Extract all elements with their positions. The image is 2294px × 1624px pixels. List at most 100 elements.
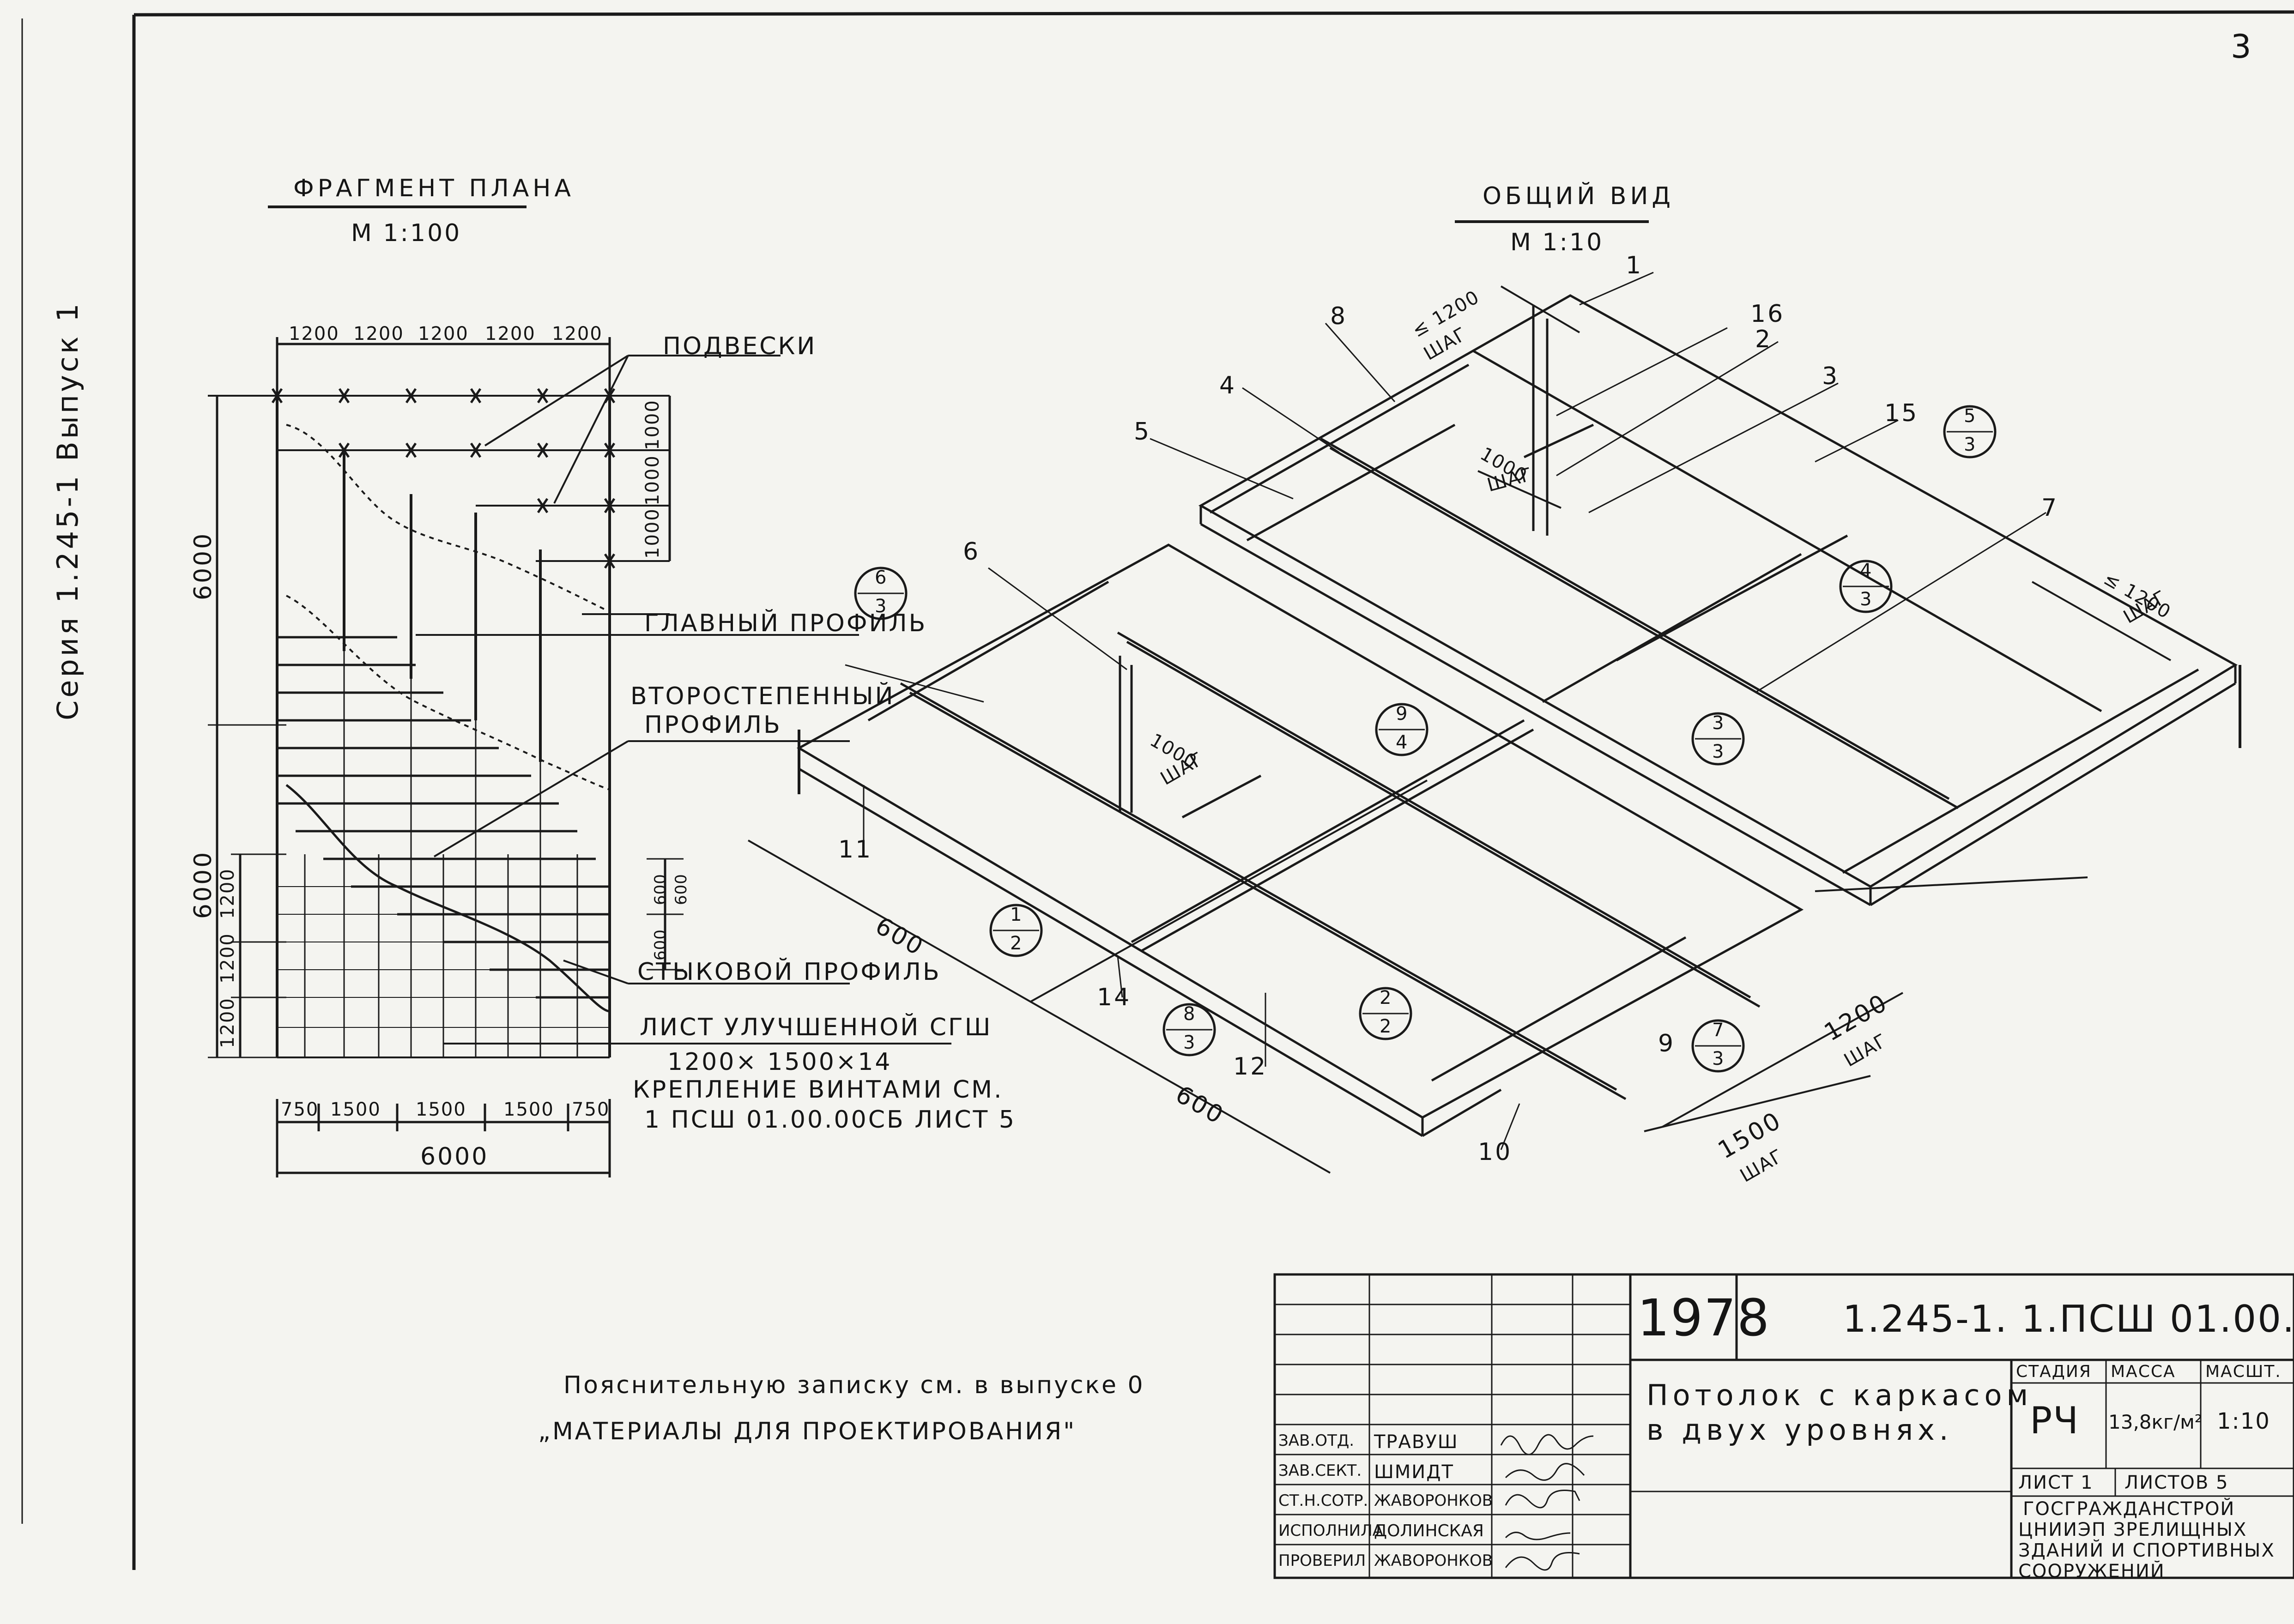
detail-ref-1-bottom: 2 [1010, 933, 1023, 954]
plan-dim-bottom-total: 6000 [420, 1143, 489, 1171]
detail-ref-7-top: 7 [1712, 1020, 1725, 1041]
role-4: ИСПОЛНИЛА [1278, 1521, 1383, 1540]
detail-ref-3-bottom: 3 [1712, 741, 1725, 762]
pos-6: 6 [963, 538, 981, 566]
plan-scale: М 1:100 [351, 219, 462, 247]
role-2-name: ШМИДТ [1374, 1461, 1454, 1483]
title-block-stage-header: СТАДИЯ [2016, 1362, 2092, 1381]
detail-ref-1-top: 1 [1010, 904, 1023, 925]
callout-secondary-profile-2: ПРОФИЛЬ [644, 711, 782, 739]
title-block-name-2: в двух уровнях. [1646, 1413, 1953, 1447]
pos-16: 16 [1750, 300, 1785, 328]
plan-dim-bottom-3: 1500 [416, 1099, 466, 1120]
detail-ref-4-top: 4 [1860, 560, 1873, 581]
plan-dim-bottom-5: 750 [572, 1099, 610, 1120]
callout-sheet-3: КРЕПЛЕНИЕ ВИНТАМИ СМ. [633, 1076, 1004, 1104]
pos-2: 2 [1755, 326, 1773, 353]
pos-10: 10 [1478, 1138, 1513, 1166]
note-line-2: „МАТЕРИАЛЫ ДЛЯ ПРОЕКТИРОВАНИЯ" [538, 1418, 1077, 1445]
series-side-label: Серия 1.245-1 Выпуск 1 [51, 301, 85, 720]
plan-dim-right-3: 1000 [642, 508, 663, 559]
role-2: ЗАВ.СЕКТ. [1278, 1461, 1362, 1480]
plan-dim-right-small-1: 600 [651, 874, 670, 905]
sheet-number: 3 [2231, 28, 2253, 66]
callout-main-profile: ГЛАВНЫЙ ПРОФИЛЬ [644, 610, 927, 637]
plan-dim-left-3: 1200 [217, 868, 238, 919]
detail-ref-5-top: 5 [1964, 405, 1977, 427]
pos-11: 11 [838, 836, 873, 863]
title-block-scale-header: МАСШТ. [2205, 1362, 2282, 1381]
plan-dim-bottom-4: 1500 [503, 1099, 554, 1120]
pos-1: 1 [1626, 252, 1643, 279]
detail-ref-3-top: 3 [1712, 712, 1725, 734]
pos-14: 14 [1097, 984, 1132, 1011]
title-block-sheet: ЛИСТ 1 [2018, 1472, 2094, 1493]
plan-dim-left-5: 1200 [217, 997, 238, 1048]
detail-ref-2-bottom: 2 [1380, 1016, 1392, 1037]
title-block-mass-header: МАССА [2111, 1362, 2176, 1381]
callout-secondary-profile-1: ВТОРОСТЕПЕННЫЙ [630, 682, 895, 710]
title-block-mass: 13,8кг/м² [2108, 1411, 2203, 1433]
pos-15: 15 [1884, 399, 1919, 427]
role-5-name: ЖАВОРОНКОВ [1374, 1552, 1493, 1570]
title-block-year: 1978 [1637, 1288, 1770, 1347]
plan-title: ФРАГМЕНТ ПЛАНА [293, 175, 575, 202]
callout-joint-profile: СТЫКОВОЙ ПРОФИЛЬ [637, 958, 941, 986]
title-block-scale: 1:10 [2217, 1408, 2270, 1434]
plan-dim-left-4: 1200 [217, 933, 238, 984]
detail-ref-5-bottom: 3 [1964, 434, 1977, 455]
plan-dim-top-1: 1200 [289, 323, 339, 344]
pos-8: 8 [1330, 302, 1348, 330]
plan-dim-right-2: 1000 [642, 455, 663, 506]
view-title: ОБЩИЙ ВИД [1483, 182, 1675, 210]
plan-dim-top-2: 1200 [353, 323, 404, 344]
plan-dim-left-2: 6000 [189, 850, 217, 919]
view-scale: М 1:10 [1510, 229, 1604, 256]
plan-dim-top-4: 1200 [485, 323, 536, 344]
role-3-name: ЖАВОРОНКОВ [1374, 1491, 1493, 1510]
pos-3: 3 [1822, 362, 1840, 390]
pos-12: 12 [1233, 1053, 1268, 1081]
callout-sheet-4: 1 ПСШ 01.00.00СБ ЛИСТ 5 [644, 1106, 1016, 1134]
detail-ref-6-top: 6 [875, 567, 888, 588]
title-block-org-1: ГОСГРАЖДАНСТРОЙ [2023, 1498, 2235, 1520]
plan-dim-bottom-2: 1500 [330, 1099, 381, 1120]
callout-sheet-1: ЛИСТ УЛУЧШЕННОЙ СГШ [640, 1014, 993, 1041]
plan-dim-right-1: 1000 [642, 399, 663, 450]
plan-dim-right-small-2: 600 [651, 929, 670, 960]
role-4-name: ДОЛИНСКАЯ [1374, 1521, 1484, 1540]
callout-hangers: ПОДВЕСКИ [663, 332, 817, 360]
title-block-name-1: Потолок с каркасом [1646, 1378, 2033, 1412]
detail-ref-2-top: 2 [1380, 987, 1392, 1008]
detail-ref-6-bottom: 3 [875, 596, 888, 617]
title-block-org-2: ЦНИИЭП ЗРЕЛИЩНЫХ [2018, 1519, 2247, 1540]
title-block-code: 1.245-1. 1.ПСШ 01.00.00СБ [1843, 1298, 2294, 1340]
detail-ref-8-bottom: 3 [1183, 1032, 1196, 1053]
pos-5: 5 [1134, 418, 1151, 446]
role-5: ПРОВЕРИЛ [1278, 1552, 1366, 1570]
role-1-name: ТРАВУШ [1374, 1431, 1459, 1453]
pos-9: 9 [1658, 1030, 1676, 1057]
detail-ref-8-top: 8 [1183, 1003, 1196, 1025]
detail-ref-4-bottom: 3 [1860, 589, 1873, 610]
detail-ref-9-bottom: 4 [1396, 732, 1409, 753]
title-block-org-3: ЗДАНИЙ И СПОРТИВНЫХ [2018, 1540, 2275, 1561]
plan-dim-right-small-3: 600 [672, 874, 690, 905]
title-block-stage: РЧ [2030, 1399, 2080, 1442]
pos-4: 4 [1219, 372, 1237, 399]
role-1: ЗАВ.ОТД. [1278, 1431, 1355, 1450]
role-3: СТ.Н.СОТР. [1278, 1491, 1368, 1510]
title-block-sheets: ЛИСТОВ 5 [2125, 1472, 2229, 1493]
detail-ref-7-bottom: 3 [1712, 1048, 1725, 1069]
pos-7: 7 [2041, 494, 2059, 522]
title-block-org-4: СООРУЖЕНИЙ [2018, 1561, 2165, 1578]
note-line-1: Пояснительную записку см. в выпуске 0 [563, 1371, 1145, 1399]
callout-sheet-2: 1200× 1500×14 [667, 1048, 892, 1076]
plan-dim-bottom-1: 750 [281, 1099, 319, 1120]
plan-dim-left-1: 6000 [189, 531, 217, 600]
plan-dim-top-5: 1200 [552, 323, 603, 344]
detail-ref-9-top: 9 [1396, 703, 1409, 724]
plan-dim-top-3: 1200 [418, 323, 469, 344]
